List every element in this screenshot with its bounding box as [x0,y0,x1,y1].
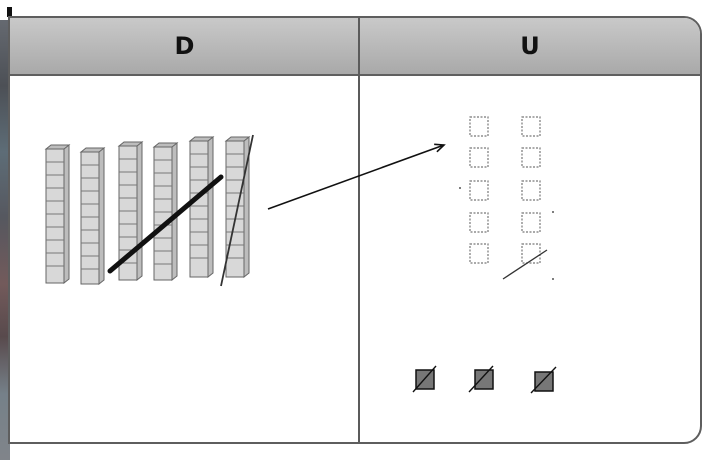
stray-dot [552,211,554,213]
unit-cube [469,147,489,168]
crossed-unit-square [412,365,437,393]
unit-cube [469,212,489,233]
stray-dot [459,187,461,189]
header-d: D [174,32,195,60]
bold-cross-line [107,174,224,274]
crossed-unit-square [468,365,494,393]
crossed-unit-square [530,366,557,394]
unit-cross-line [502,249,548,280]
unit-cube [521,243,541,264]
tens-rod [188,135,215,279]
left-edge-strip [0,20,10,460]
unit-cube [469,243,489,264]
thin-cross-line [220,134,254,287]
header-row: D U [10,18,700,76]
column-divider [358,18,360,442]
tens-rod [79,146,106,286]
regroup-arrow [267,143,446,210]
unit-cube [521,180,541,201]
unit-cube [521,116,541,137]
unit-cube [469,116,489,137]
unit-cubes [469,116,541,264]
unit-cube [469,180,489,201]
top-mark [7,7,12,17]
header-u: U [520,32,540,60]
tens-rod [117,140,144,282]
tens-rods [44,135,251,286]
unit-cube [521,212,541,233]
tens-rod [44,143,71,285]
stray-dot [552,278,554,280]
unit-cube [521,147,541,168]
crossed-unit-squares [412,365,557,394]
tens-rod [152,141,179,282]
